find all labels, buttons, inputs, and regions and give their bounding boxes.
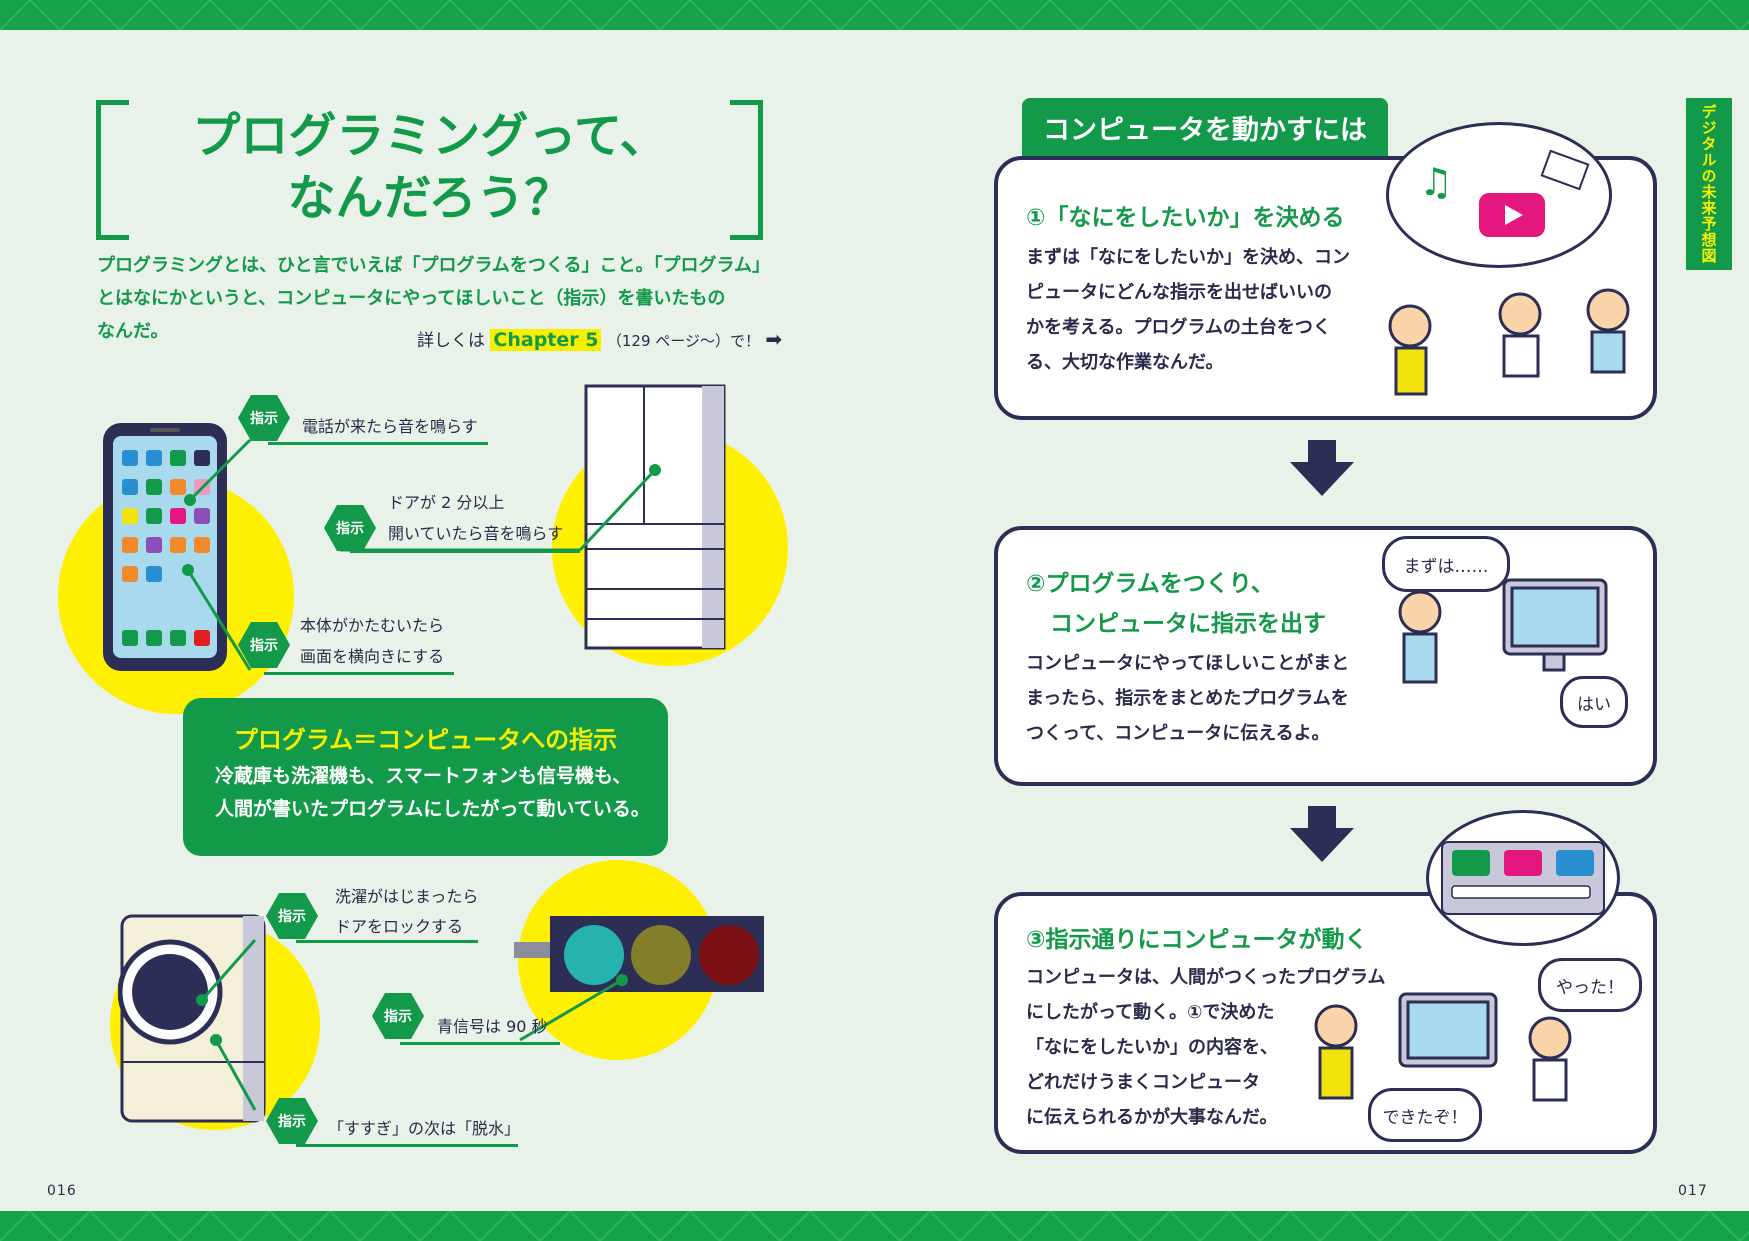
app-icon	[146, 508, 162, 524]
phone-instruction-tilt-line1: 本体がかたむいたら	[300, 616, 445, 635]
people-dancing-illustration	[1388, 288, 1630, 396]
summary-box: プログラム＝コンピュータへの指示 冷蔵庫も洗濯機も、スマートフォンも信号機も、 …	[183, 698, 668, 856]
washer-instruction-line2: ドアをロックする	[335, 917, 464, 936]
speech-bubble-yatta: やった！	[1538, 958, 1642, 1012]
section-heading: コンピュータを動かすには	[1022, 98, 1388, 156]
arrow-right-icon: ➡	[765, 327, 783, 351]
top-band	[0, 0, 1749, 30]
chapter-side-tab: デジタルの未来予想図	[1686, 98, 1732, 270]
step-3-body: コンピュータは、人間がつくったプログラム にしたがって動く。①で決めた 「なにを…	[1026, 967, 1386, 1128]
chapter-badge: Chapter 5	[490, 329, 602, 351]
step-3-title: ③指示通りにコンピュータが動く	[1026, 927, 1368, 953]
page-number-right: 017	[1678, 1183, 1708, 1199]
speech-bubble-mazuha: まずは……	[1382, 536, 1510, 592]
thought-bubble: ♫	[1386, 122, 1612, 268]
label-underline	[350, 550, 580, 553]
label-underline	[296, 1144, 518, 1147]
video-app-icon	[1504, 850, 1542, 876]
app-icon	[170, 508, 186, 524]
washer-instruction-line1: 洗濯がはじまったら	[335, 887, 479, 906]
music-note-icon: ♫	[1419, 160, 1453, 204]
step-1-body: まずは「なにをしたいか」を決め、コン ピュータにどんな指示を出せばいいの かを考…	[1026, 247, 1350, 373]
app-icon	[194, 537, 210, 553]
label-underline	[296, 940, 478, 943]
dock-app-icon	[170, 630, 186, 646]
app-icon	[146, 537, 162, 553]
app-icon	[146, 566, 162, 582]
dock-app-icon	[122, 630, 138, 646]
media-icons: ♫	[1419, 149, 1590, 237]
chapter-reference: 詳しくは Chapter 5 （129 ページ〜）で！ ➡	[417, 327, 783, 351]
speech-bubble-hai: はい	[1560, 676, 1628, 728]
title-bracket-right	[730, 100, 763, 240]
app-icon	[194, 479, 210, 495]
app-icon	[170, 537, 186, 553]
app-window-illustration	[1441, 841, 1605, 915]
smartphone-illustration	[103, 423, 227, 671]
app-icon	[146, 479, 162, 495]
traffic-signal-illustration	[514, 916, 764, 992]
app-icon	[170, 479, 186, 495]
app-icon	[194, 450, 210, 466]
instruction-badge: 指示	[266, 893, 318, 939]
fridge-instruction-line2: 開いていたら音を鳴らす	[388, 524, 564, 543]
step-2-title-line2: コンピュータに指示を出す	[1050, 611, 1326, 637]
summary-body: 冷蔵庫も洗濯機も、スマートフォンも信号機も、 人間が書いたプログラムにしたがって…	[215, 765, 650, 820]
app-icon	[122, 566, 138, 582]
person-and-monitor-illustration	[1398, 578, 1608, 684]
people-celebrating-illustration	[1314, 992, 1572, 1102]
app-icon	[122, 508, 138, 524]
label-underline	[264, 672, 454, 675]
screen-bubble	[1426, 810, 1620, 946]
mail-icon	[1540, 149, 1590, 191]
arrow-down-icon	[1290, 806, 1354, 862]
washer-instruction-rinse: 「すすぎ」の次は「脱水」	[328, 1119, 521, 1138]
fridge-instruction-line1: ドアが 2 分以上	[388, 493, 505, 512]
phone-instruction-call: 電話が来たら音を鳴らす	[302, 417, 478, 436]
signal-instruction: 青信号は 90 秒	[437, 1017, 548, 1036]
fridge-illustration	[584, 384, 726, 650]
dock-app-icon	[146, 630, 162, 646]
washing-machine-illustration	[118, 914, 266, 1123]
step-2-body: コンピュータにやってほしいことがまと まったら、指示をまとめたプログラムを つく…	[1026, 653, 1350, 744]
music-app-icon	[1452, 850, 1490, 876]
app-icon	[122, 450, 138, 466]
summary-heading: プログラム＝コンピュータへの指示	[233, 726, 618, 754]
bottom-band	[0, 1211, 1749, 1241]
step-1-title: ①「なにをしたいか」を決める	[1026, 205, 1345, 231]
app-icon	[170, 450, 186, 466]
label-underline	[400, 1042, 560, 1045]
step-2-title-line1: ②プログラムをつくり、	[1026, 571, 1274, 597]
intro-paragraph: プログラミングとは、ひと言でいえば「プログラムをつくる」こと。「プログラム」 と…	[97, 255, 771, 342]
title-bracket-left	[96, 100, 129, 240]
app-icon	[146, 450, 162, 466]
dock-app-icon	[194, 630, 210, 646]
app-icon	[122, 537, 138, 553]
arrow-down-icon	[1290, 440, 1354, 496]
label-underline	[268, 442, 488, 445]
app-icon	[122, 479, 138, 495]
page-title: プログラミングって、 なんだろう？	[192, 108, 668, 226]
page-number-left: 016	[47, 1183, 77, 1199]
speech-bubble-dekita: できたぞ！	[1368, 1088, 1482, 1142]
instruction-badge: 指示	[238, 395, 290, 441]
search-bar	[1451, 885, 1591, 899]
instruction-badge: 指示	[324, 505, 376, 551]
instruction-badge: 指示	[372, 993, 424, 1039]
phone-instruction-tilt-line2: 画面を横向きにする	[300, 647, 445, 666]
mail-app-icon	[1556, 850, 1594, 876]
app-icon	[194, 508, 210, 524]
